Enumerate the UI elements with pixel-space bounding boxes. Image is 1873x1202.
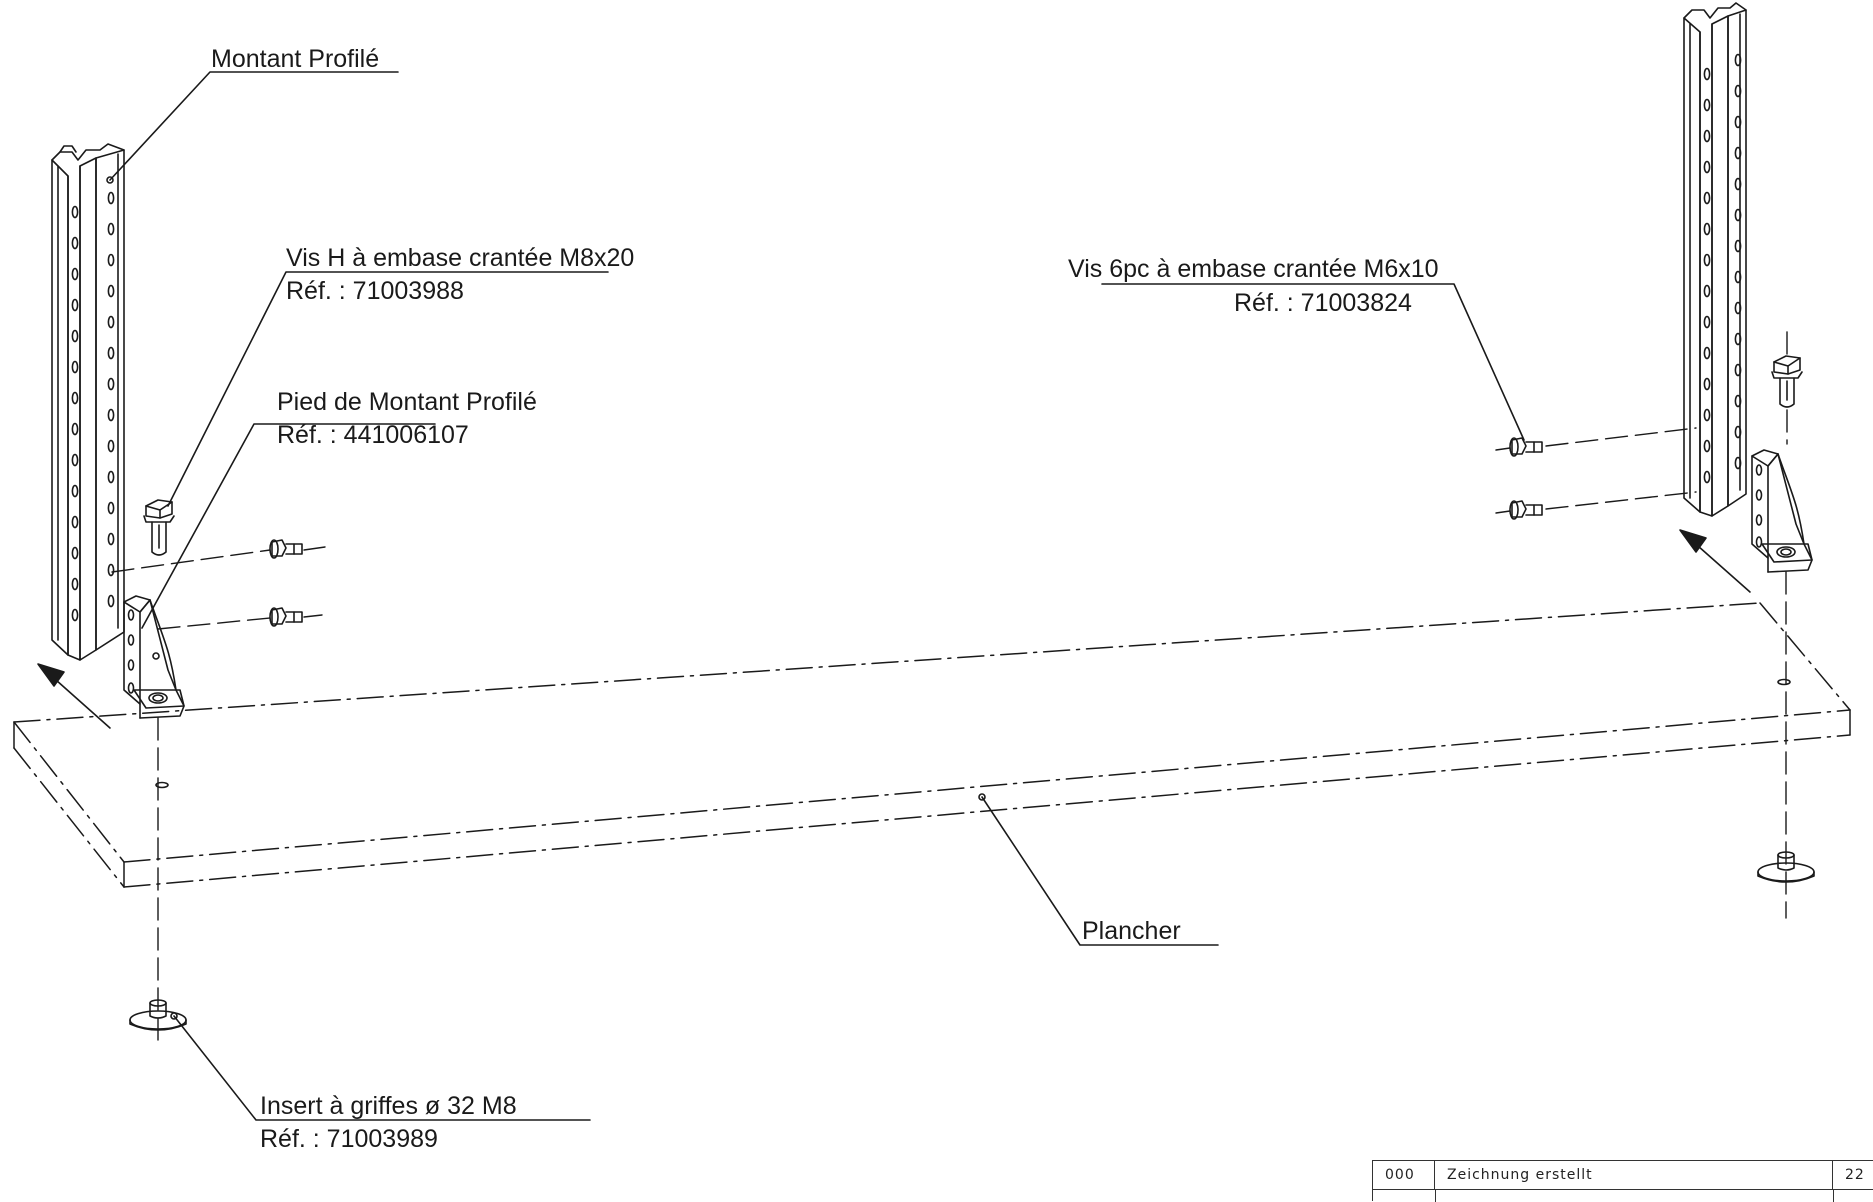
upright-slot-hole (1734, 425, 1742, 439)
upright-slot-hole (71, 515, 79, 529)
title-block-revision: 000 (1373, 1161, 1435, 1189)
upright-slot-hole (1703, 129, 1711, 143)
upright-slot-hole (107, 315, 115, 329)
upright-slot-hole (107, 408, 115, 422)
upright-slot-hole (107, 501, 115, 515)
upright-slot-hole (107, 284, 115, 298)
upright-slot-hole (107, 346, 115, 360)
upright-slot-hole (1734, 115, 1742, 129)
left-screw-bottom (269, 607, 303, 627)
upright-slot-hole (1734, 84, 1742, 98)
upright-slot-hole (1734, 53, 1742, 67)
upright-slot-hole (107, 253, 115, 267)
right-upright (1683, 2, 1747, 517)
upright-slot-hole (71, 422, 79, 436)
vis-6pc-leader (1101, 283, 1525, 441)
left-insert (129, 999, 187, 1031)
upright-slot-hole (1734, 394, 1742, 408)
upright-slot-hole (1734, 177, 1742, 191)
title-block-row-2 (1373, 1189, 1873, 1202)
label-plancher: Plancher (1082, 917, 1181, 945)
label-pied-ref: Réf. : 441006107 (277, 421, 469, 449)
montant-leader (109, 71, 399, 181)
right-screw-top (1509, 437, 1543, 457)
upright-slot-hole (107, 222, 115, 236)
label-pied-title: Pied de Montant Profilé (277, 388, 537, 416)
pied-leader (141, 423, 436, 629)
upright-slot-hole (71, 577, 79, 591)
upright-slot-hole (107, 439, 115, 453)
upright-slot-hole (107, 470, 115, 484)
upright-slot-hole (107, 377, 115, 391)
vis-h-leader (167, 271, 609, 507)
title-block: 000 Zeichnung erstellt 22 (1372, 1160, 1873, 1202)
upright-slot-hole (1703, 284, 1711, 298)
right-hex-bolt (1771, 355, 1803, 408)
left-upright-slots (71, 191, 115, 622)
plancher-board (13, 602, 1851, 888)
upright-slot-hole (1703, 98, 1711, 112)
label-insert-title: Insert à griffes ø 32 M8 (260, 1092, 517, 1120)
label-vis-6pc-ref: Réf. : 71003824 (1234, 289, 1412, 317)
upright-slot-hole (1703, 377, 1711, 391)
upright-slot-hole (1703, 253, 1711, 267)
left-assembly-arrow (37, 663, 111, 729)
upright-slot-hole (107, 563, 115, 577)
upright-slot-hole (71, 608, 79, 622)
title-block-date: 22 (1845, 1167, 1865, 1183)
label-insert-ref: Réf. : 71003989 (260, 1125, 438, 1153)
left-upright-foot (123, 595, 185, 719)
right-upright-foot (1751, 449, 1813, 573)
plancher-leader (981, 796, 1219, 946)
upright-slot-hole (1734, 456, 1742, 470)
label-vis-h-ref: Réf. : 71003988 (286, 277, 464, 305)
right-upright-slots (1703, 53, 1742, 484)
upright-slot-hole (1703, 160, 1711, 174)
left-screw-top (269, 539, 303, 559)
label-vis-6pc-title: Vis 6pc à embase crantée M6x10 (1068, 255, 1439, 283)
upright-slot-hole (1734, 270, 1742, 284)
upright-slot-hole (1734, 208, 1742, 222)
insert-leader (173, 1015, 591, 1121)
upright-slot-hole (107, 594, 115, 608)
title-block-description: Zeichnung erstellt (1435, 1161, 1833, 1189)
right-insert (1757, 851, 1815, 883)
upright-slot-hole (71, 546, 79, 560)
upright-slot-hole (1703, 408, 1711, 422)
upright-slot-hole (1703, 67, 1711, 81)
upright-slot-hole (71, 236, 79, 250)
upright-slot-hole (71, 298, 79, 312)
upright-slot-hole (107, 191, 115, 205)
upright-slot-hole (1703, 315, 1711, 329)
upright-slot-hole (1703, 191, 1711, 205)
plancher-hole-right (1777, 678, 1791, 686)
upright-slot-hole (71, 360, 79, 374)
upright-slot-hole (1703, 346, 1711, 360)
upright-slot-hole (71, 391, 79, 405)
upright-slot-hole (1703, 439, 1711, 453)
upright-slot-hole (1734, 332, 1742, 346)
upright-slot-hole (71, 267, 79, 281)
right-screw-bottom (1509, 500, 1543, 520)
upright-slot-hole (107, 532, 115, 546)
upright-slot-hole (1703, 470, 1711, 484)
left-hex-bolt (143, 499, 175, 556)
upright-slot-hole (71, 205, 79, 219)
exploded-assembly-drawing (13, 2, 1851, 1121)
plancher-hole-left (155, 781, 169, 789)
upright-slot-hole (71, 329, 79, 343)
upright-slot-hole (71, 484, 79, 498)
upright-slot-hole (1734, 146, 1742, 160)
upright-slot-hole (1734, 363, 1742, 377)
label-montant-profile: Montant Profilé (211, 45, 380, 73)
right-assembly-arrow (1679, 529, 1751, 593)
upright-slot-hole (71, 453, 79, 467)
label-vis-h-title: Vis H à embase crantée M8x20 (286, 244, 635, 272)
upright-slot-hole (1703, 222, 1711, 236)
upright-slot-hole (1734, 239, 1742, 253)
upright-slot-hole (1734, 301, 1742, 315)
plancher-leader-dot (978, 793, 986, 801)
left-upright (51, 143, 125, 661)
